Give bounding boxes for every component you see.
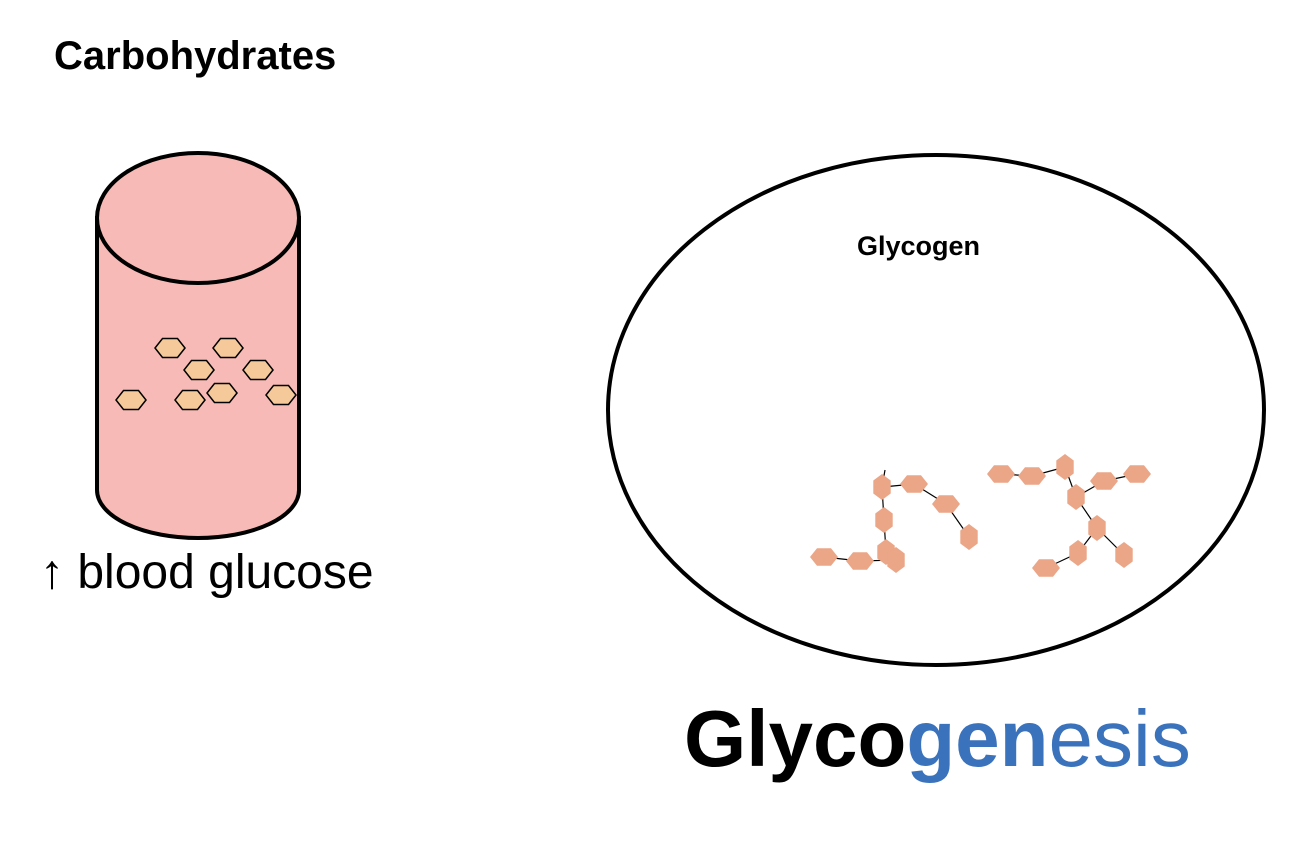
glycogen-chains (810, 454, 1151, 577)
glucose-molecule (212, 337, 244, 359)
glucose-unit (987, 465, 1015, 483)
glucose-molecule (183, 359, 215, 381)
blood-glucose-text: blood glucose (77, 546, 374, 599)
glucose-unit (1056, 454, 1074, 480)
glucose-unit (1018, 467, 1046, 485)
glycogen-label: Glycogen (857, 231, 981, 261)
glucose-unit (875, 507, 893, 533)
glucose-unit (1090, 472, 1118, 490)
glucose-molecule (206, 382, 238, 404)
glucose-molecule (115, 389, 147, 411)
glucose-unit (846, 552, 874, 570)
up-arrow-icon: ↑ (40, 546, 64, 599)
title-part-gen: gen (906, 694, 1049, 783)
glucose-molecules (115, 337, 297, 411)
vessel-top (95, 151, 301, 285)
glucose-unit (1123, 465, 1151, 483)
glucose-unit (900, 475, 928, 493)
glucose-unit (932, 495, 960, 513)
glucose-unit (810, 548, 838, 566)
glucose-unit (873, 474, 891, 500)
glucose-unit (1088, 515, 1106, 541)
glucose-unit (1069, 540, 1087, 566)
glucose-molecule (154, 337, 186, 359)
title-part-esis: esis (1048, 694, 1191, 783)
glucose-unit (1067, 484, 1085, 510)
glycogenesis-title: Glycogenesis (684, 693, 1191, 785)
blood-glucose-label: ↑ blood glucose (40, 545, 374, 600)
blood-vessel-cylinder (95, 151, 301, 540)
glucose-unit (1115, 542, 1133, 568)
title-part-glyco: Glyco (684, 694, 907, 783)
carbohydrates-heading: Carbohydrates (54, 34, 337, 78)
glucose-molecule (174, 389, 206, 411)
glucose-molecule (265, 384, 297, 406)
glucose-unit (1032, 559, 1060, 577)
glucose-unit (887, 547, 905, 573)
glucose-unit (960, 524, 978, 550)
glucose-molecule (242, 359, 274, 381)
